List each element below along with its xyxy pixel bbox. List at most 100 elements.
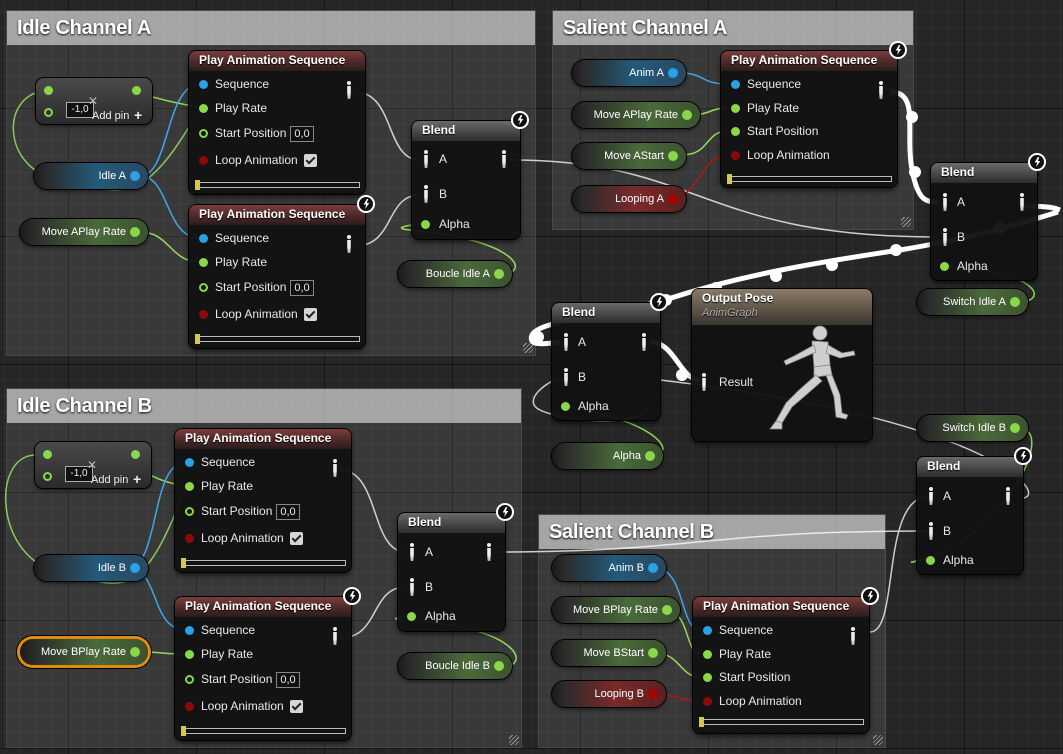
output-pin[interactable] [130,227,140,237]
output-pin[interactable] [645,451,655,461]
var-move-bstart[interactable]: Move BStart [552,640,666,666]
pose-output-icon[interactable] [877,81,885,99]
pose-output-icon[interactable] [849,627,857,645]
output-pin[interactable] [648,689,658,699]
input-a-pose-icon[interactable] [422,150,430,168]
remove-pin-icon[interactable]: ✕ [88,94,99,108]
alpha-pin[interactable] [940,262,949,271]
comment-title[interactable]: Salient Channel B [539,515,885,549]
loop-animation-pin[interactable] [185,702,194,711]
output-pin[interactable] [648,648,658,658]
pose-output-icon[interactable] [345,81,353,99]
comment-title[interactable]: Salient Channel A [553,11,913,45]
input-a-pose-icon[interactable] [941,193,949,211]
loop-animation-pin[interactable] [199,156,208,165]
output-pin[interactable] [648,563,658,573]
output-pin[interactable] [43,450,52,459]
node-header[interactable]: Output Pose AnimGraph [692,289,872,325]
var-switch-idle-a[interactable]: Switch Idle A [917,289,1028,315]
input-pin[interactable] [43,472,52,481]
blend-node-salient-a[interactable]: Blend A B Alpha [931,153,1046,280]
play-rate-pin[interactable] [199,258,208,267]
start-position-pin[interactable] [731,127,740,136]
play-anim-node-idle-a-1[interactable]: Play Animation Sequence Sequence Play Ra… [189,51,365,194]
var-looping-b[interactable]: Looping B [552,681,666,707]
node-title[interactable]: Blend [398,513,505,533]
input-b-pose-icon[interactable] [408,578,416,596]
output-pin[interactable] [1010,423,1020,433]
start-position-field[interactable]: 0,0 [290,125,314,142]
output-pose-icon[interactable] [500,150,508,168]
start-position-pin[interactable] [185,507,194,516]
var-move-bplay-rate-salient[interactable]: Move BPlay Rate [552,597,680,623]
play-rate-pin[interactable] [731,104,740,113]
output-pose-icon[interactable] [1004,487,1012,505]
sequence-pin[interactable] [731,80,740,89]
output-pin[interactable] [494,661,504,671]
start-position-pin[interactable] [199,129,208,138]
play-anim-node-idle-a-2[interactable]: Play Animation Sequence Sequence Play Ra… [189,195,375,348]
make-array-node-b[interactable]: -1,0 ✕ Add pin + [35,442,151,488]
output-pose-icon[interactable] [640,333,648,351]
remove-pin-icon[interactable]: ✕ [87,458,98,472]
loop-animation-checkbox[interactable] [289,532,303,546]
array-value-field[interactable]: -1,0 [66,102,94,118]
sequence-pin[interactable] [199,80,208,89]
array-pin[interactable] [131,450,140,459]
play-anim-node-salient-b[interactable]: Play Animation Sequence Sequence Play Ra… [693,587,879,733]
play-anim-node-idle-b-1[interactable]: Play Animation Sequence Sequence Play Ra… [175,429,351,572]
node-title[interactable]: Play Animation Sequence [175,597,351,617]
output-pin[interactable] [130,647,140,657]
output-pin[interactable] [44,86,53,95]
node-title[interactable]: Play Animation Sequence [189,205,365,225]
input-b-pose-icon[interactable] [927,522,935,540]
node-title[interactable]: Play Animation Sequence [693,597,869,617]
input-pin[interactable] [44,108,53,117]
blend-node-idle-a[interactable]: Blend A B Alpha [412,111,529,239]
blend-node-final[interactable]: Blend A B Alpha [552,293,668,420]
var-switch-idle-b[interactable]: Switch Idle B [917,415,1028,441]
node-title[interactable]: Blend [931,163,1037,183]
add-pin-icon[interactable]: + [133,471,142,487]
output-pin[interactable] [668,68,678,78]
comment-title[interactable]: Idle Channel A [7,11,535,45]
start-position-pin[interactable] [185,675,194,684]
blend-node-idle-b[interactable]: Blend A B Alpha [398,503,514,631]
array-pin[interactable] [132,86,141,95]
output-pin[interactable] [668,194,678,204]
var-idle-b[interactable]: Idle B [34,555,148,581]
input-a-pose-icon[interactable] [408,543,416,561]
var-boucle-idle-a[interactable]: Boucle Idle A [398,261,512,287]
pose-output-icon[interactable] [331,627,339,645]
play-anim-node-salient-a[interactable]: Play Animation Sequence Sequence Play Ra… [721,41,907,187]
sequence-pin[interactable] [185,626,194,635]
sequence-pin[interactable] [185,458,194,467]
var-move-aplay-rate-salient[interactable]: Move APlay Rate [572,102,700,128]
alpha-pin[interactable] [421,220,430,229]
output-pin[interactable] [682,110,692,120]
node-title[interactable]: Blend [552,303,660,323]
var-move-astart[interactable]: Move AStart [572,143,686,169]
blend-node-salient-b[interactable]: Blend A B Alpha [917,447,1032,574]
node-title[interactable]: Play Animation Sequence [721,51,897,71]
input-b-pose-icon[interactable] [562,368,570,386]
output-pin[interactable] [662,605,672,615]
node-title[interactable]: Play Animation Sequence [189,51,365,71]
sequence-pin[interactable] [199,234,208,243]
alpha-pin[interactable] [926,556,935,565]
var-looping-a[interactable]: Looping A [572,186,686,212]
sequence-pin[interactable] [703,626,712,635]
alpha-pin[interactable] [407,612,416,621]
start-position-pin[interactable] [703,673,712,682]
play-rate-pin[interactable] [185,650,194,659]
input-b-pose-icon[interactable] [422,185,430,203]
play-anim-node-idle-b-2[interactable]: Play Animation Sequence Sequence Play Ra… [175,587,361,740]
resize-grip[interactable] [523,343,533,353]
loop-animation-pin[interactable] [185,534,194,543]
node-title[interactable]: Play Animation Sequence [175,429,351,449]
loop-animation-checkbox[interactable] [303,154,317,168]
output-pin[interactable] [130,563,140,573]
play-rate-pin[interactable] [185,482,194,491]
resize-grip[interactable] [509,735,519,745]
output-pose-icon[interactable] [1018,193,1026,211]
